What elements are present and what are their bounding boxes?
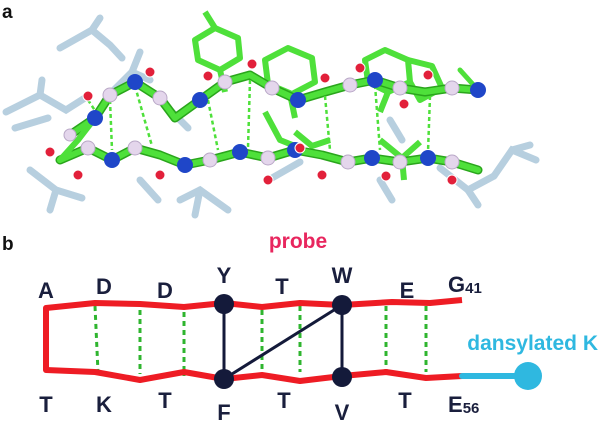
hydrogen-bonds <box>93 305 428 376</box>
bottom-residue-3: T <box>158 388 172 413</box>
top-residue-3: D <box>157 278 173 303</box>
peptide-3d-structure <box>2 10 540 219</box>
backbone-loop <box>43 297 463 384</box>
strand-schematic: A D D Y T W E G41 T K T F T V T E56 dans… <box>38 263 598 425</box>
bottom-residue-7: T <box>398 388 412 413</box>
top-residue-6: W <box>332 263 353 288</box>
bottom-strand-residues: T K T F T V T E56 <box>39 388 479 425</box>
node-W <box>332 295 352 315</box>
hydrogen-atoms <box>63 74 460 170</box>
node-F <box>214 369 234 389</box>
dansyl-fluorophore-icon <box>514 362 542 390</box>
dansylated-k-label: dansylated K <box>467 332 598 355</box>
bottom-residue-5: T <box>277 388 291 413</box>
cross-strand-links <box>222 303 344 381</box>
hbond-1 <box>93 305 100 373</box>
oxygen-atoms <box>44 58 458 186</box>
panel-b-label: b <box>2 234 14 255</box>
top-end-residue: G41 <box>448 272 482 297</box>
bottom-residue-2: K <box>96 392 112 417</box>
hydrogen-bonds-3d <box>86 79 432 153</box>
top-residue-7: E <box>400 278 415 303</box>
bottom-residue-1: T <box>39 392 53 417</box>
grey-side-chains <box>2 14 540 219</box>
node-V <box>332 367 352 387</box>
top-residue-2: D <box>96 274 112 299</box>
top-residue-4: Y <box>217 263 232 288</box>
bottom-end-residue: E56 <box>448 392 479 417</box>
node-Y <box>214 294 234 314</box>
top-strand-residues: A D D Y T W E G41 <box>38 263 482 303</box>
bottom-residue-4: F <box>217 400 230 425</box>
top-residue-1: A <box>38 278 54 303</box>
nitrogen-atoms <box>87 72 486 173</box>
top-residue-5: T <box>275 274 289 299</box>
link-F-W <box>223 303 343 381</box>
bottom-residue-6: V <box>335 400 350 425</box>
probe-label: probe <box>269 230 327 253</box>
panel-a-label: a <box>2 2 13 23</box>
